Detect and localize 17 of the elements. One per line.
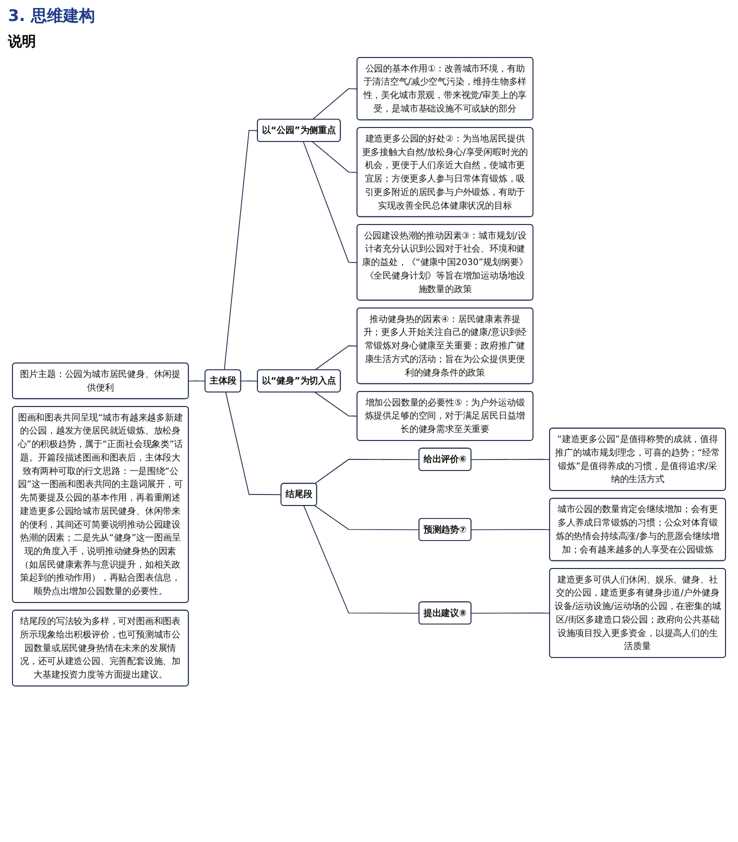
column-heading: 说明 [8, 33, 36, 51]
connector [314, 458, 420, 484]
connector [314, 505, 420, 530]
connector [225, 392, 282, 496]
connector [302, 141, 358, 263]
connector [303, 505, 420, 614]
connector [470, 458, 550, 460]
connector [314, 345, 358, 370]
connector [224, 130, 258, 370]
connector [470, 612, 550, 614]
connector [470, 529, 550, 530]
connector [312, 88, 358, 120]
connector [240, 380, 258, 382]
title: 3. 思维建构 [8, 6, 95, 27]
connector [188, 380, 206, 382]
connector [314, 392, 358, 417]
connector [312, 141, 358, 173]
